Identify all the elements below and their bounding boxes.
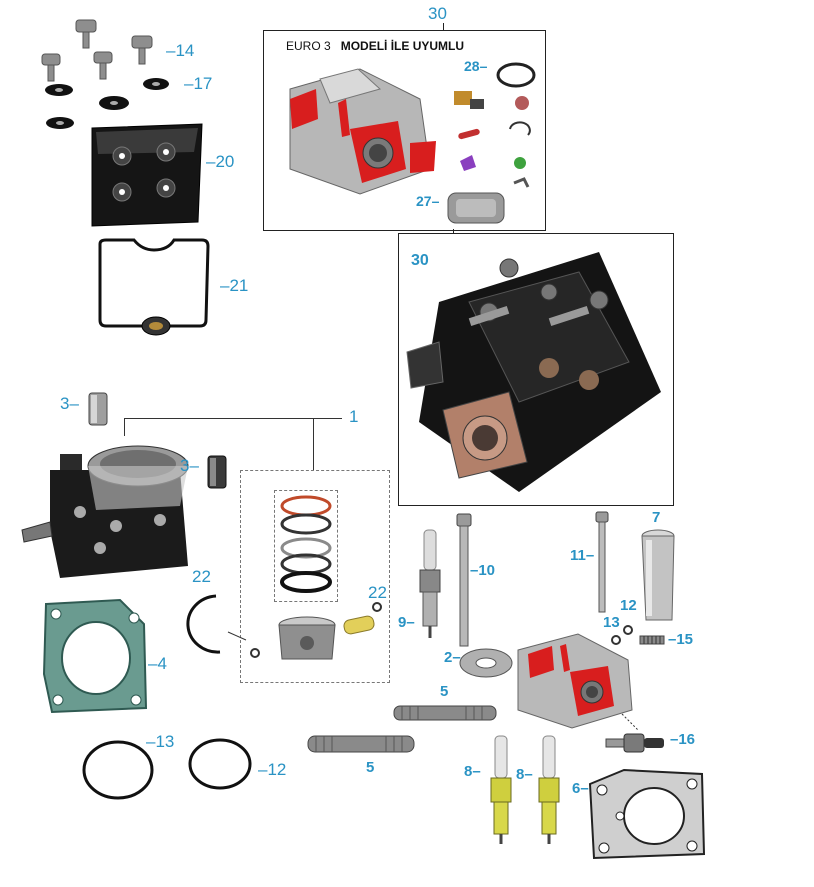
valve-cover-bolts <box>41 19 169 129</box>
washer-2 <box>459 648 513 678</box>
leader-1-r <box>313 418 314 470</box>
piston-pin-clip-right <box>372 602 382 612</box>
label-13b: 13 <box>603 614 620 631</box>
label-1: 1 <box>349 407 359 426</box>
spark-plug-9 <box>419 529 441 638</box>
label-10: –10 <box>470 562 496 579</box>
bolt-11 <box>595 511 609 613</box>
dowel-pin-right <box>207 455 227 489</box>
label-12b: 12 <box>620 597 637 614</box>
label-27: 27– <box>416 193 440 209</box>
spark-plug-8a <box>490 735 512 844</box>
piston <box>278 616 336 660</box>
small-o-rings <box>611 625 633 645</box>
label-17: –17 <box>184 74 213 93</box>
label-11: 11– <box>570 547 595 564</box>
euro3-kit-box: EURO 3 MODELİ İLE UYUMLU 28– 27– <box>263 30 546 231</box>
label-15: –15 <box>668 631 694 648</box>
leader-1-h <box>124 418 342 419</box>
label-3a: 3– <box>60 394 79 413</box>
label-20: –20 <box>206 152 235 171</box>
label-21: –21 <box>220 276 249 295</box>
cylinder-head-assembly-red <box>289 68 436 195</box>
circlip-22 <box>186 594 247 654</box>
label-9: 9– <box>398 614 415 631</box>
label-30-photo: 30 <box>411 252 429 269</box>
label-8b: 8– <box>516 766 533 783</box>
sleeve-7 <box>641 529 675 621</box>
leader-30-top <box>443 23 444 31</box>
cylinder-head-gasket-6 <box>588 768 706 860</box>
label-14: –14 <box>166 41 195 60</box>
label-4: –4 <box>148 654 167 673</box>
label-13a: –13 <box>146 732 175 751</box>
label-16: –16 <box>670 731 696 748</box>
label-30-top: 30 <box>428 4 447 23</box>
label-2: 2– <box>444 649 461 666</box>
valve-cover-gasket <box>98 238 210 336</box>
label-7: 7 <box>652 509 661 526</box>
label-3b: 3– <box>180 456 199 475</box>
spark-plug-8b <box>538 735 560 844</box>
piston-pin <box>343 615 375 635</box>
label-8a: 8– <box>464 763 481 780</box>
leader-1-l <box>124 418 125 436</box>
o-ring-12-large <box>188 738 252 790</box>
label-22a: 22 <box>192 567 211 586</box>
label-28: 28– <box>464 58 488 74</box>
piston-kit-box <box>240 470 390 683</box>
temperature-sensor-16 <box>605 733 664 753</box>
valve-cover <box>91 123 203 227</box>
cylinder-head-photo-box: 30 <box>398 233 674 506</box>
label-6: 6– <box>572 780 589 797</box>
o-ring-13-large <box>82 740 154 800</box>
cylinder-head-assembly-small <box>517 633 633 729</box>
cylinder-base-gasket <box>42 598 148 714</box>
cylinder-head-photo <box>406 252 661 492</box>
piston-rings <box>280 495 332 593</box>
euro3-header: EURO 3 MODELİ İLE UYUMLU <box>286 39 465 53</box>
cylinder-block <box>21 445 189 578</box>
label-22b: 22 <box>368 583 387 602</box>
kit-small-parts <box>447 62 536 224</box>
piston-pin-clip-left <box>250 648 260 658</box>
leader-head-16 <box>621 713 639 731</box>
piston-rings-box <box>274 490 338 602</box>
dowel-pin-left <box>88 392 108 426</box>
label-12a: –12 <box>258 760 287 779</box>
stud-bolt-5-lower <box>307 735 415 753</box>
label-5a: 5 <box>440 683 449 700</box>
long-bolt-10 <box>456 513 472 647</box>
label-5b: 5 <box>366 759 375 776</box>
stud-bolt-5-upper <box>393 705 497 721</box>
spring-15 <box>639 635 665 645</box>
